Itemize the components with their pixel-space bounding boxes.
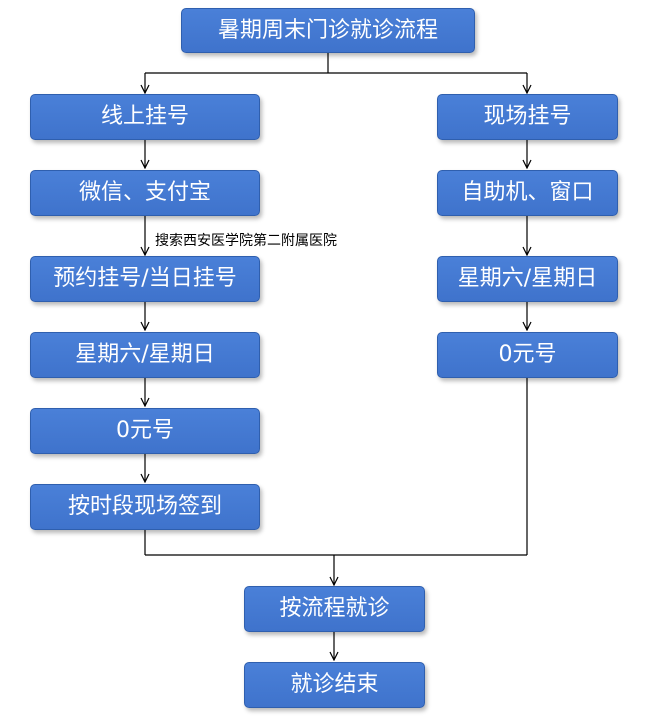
left-note: 搜索西安医学院第二附属医院 <box>155 233 337 249</box>
right-step-weekend: 星期六/星期日 <box>437 256 618 302</box>
left-step-check-in: 按时段现场签到 <box>30 484 260 530</box>
left-step-online-registration: 线上挂号 <box>30 94 260 140</box>
title-box: 暑期周末门诊就诊流程 <box>181 8 475 53</box>
left-step-zero-fee: 0元号 <box>30 408 260 454</box>
left-step-wechat-alipay: 微信、支付宝 <box>30 170 260 216</box>
merge-step-follow-process: 按流程就诊 <box>244 586 425 632</box>
left-step-appointment: 预约挂号/当日挂号 <box>30 256 260 302</box>
left-step-weekend: 星期六/星期日 <box>30 332 260 378</box>
right-step-kiosk-window: 自助机、窗口 <box>437 170 618 216</box>
right-step-zero-fee: 0元号 <box>437 332 618 378</box>
merge-step-end: 就诊结束 <box>244 662 425 708</box>
right-step-onsite-registration: 现场挂号 <box>437 94 618 140</box>
